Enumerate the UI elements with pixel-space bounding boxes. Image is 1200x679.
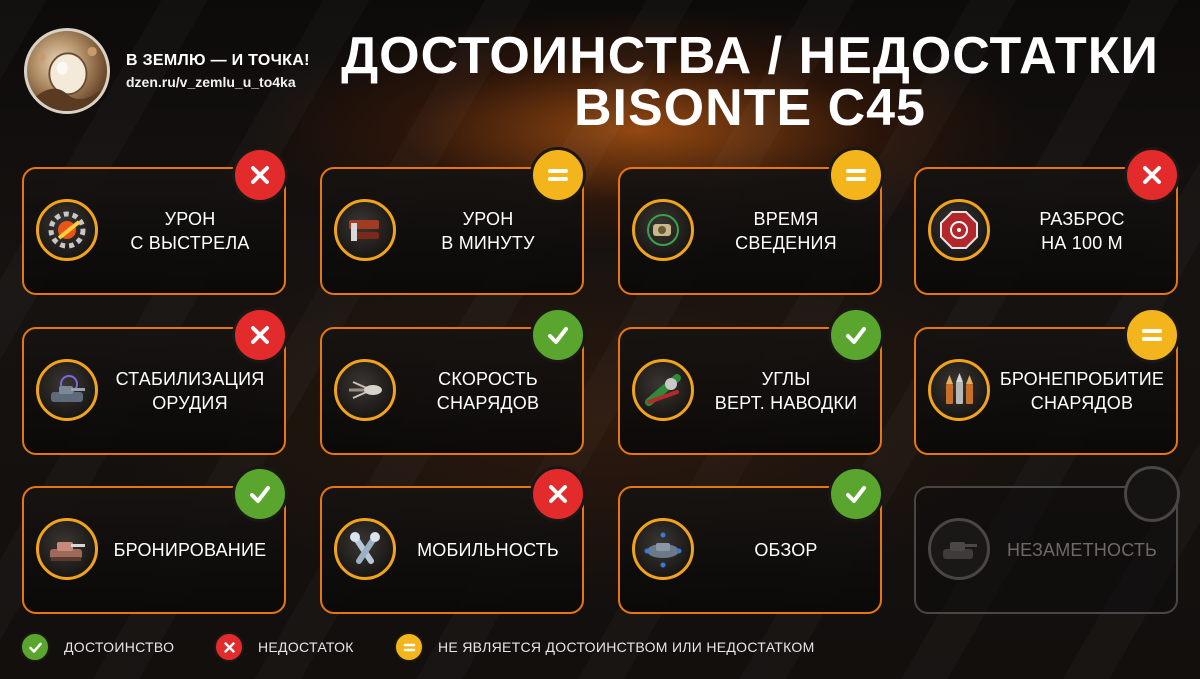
legend-label: ДОСТОИНСТВО [64, 639, 175, 655]
status-badge-neutral [828, 147, 884, 203]
card-view-range: ОБЗОР [618, 466, 884, 614]
card-armor: БРОНИРОВАНИЕ [22, 466, 288, 614]
status-badge-con [232, 307, 288, 363]
card-mobility: МОБИЛЬНОСТЬ [320, 466, 586, 614]
status-badge-con [1124, 147, 1180, 203]
dispersion-icon [928, 199, 990, 261]
card-label: НЕЗАМЕТНОСТЬ [1006, 540, 1158, 560]
cross-icon [214, 632, 244, 662]
legend-label: НЕДОСТАТОК [258, 639, 354, 655]
legend-item-con: НЕДОСТАТОК [214, 632, 354, 662]
card-label: МОБИЛЬНОСТЬ [417, 540, 559, 560]
legend-item-neutral: НЕ ЯВЛЯЕТСЯ ДОСТОИНСТВОМ ИЛИ НЕДОСТАТКОМ [394, 632, 815, 662]
status-badge-neutral [1124, 307, 1180, 363]
brand-url: dzen.ru/v_zemlu_u_to4ka [126, 74, 296, 90]
aiming-time-icon [632, 199, 694, 261]
card-label: БРОНИРОВАНИЕ [113, 540, 267, 560]
card-label: ОБЗОР [754, 540, 818, 560]
legend: ДОСТОИНСТВО НЕДОСТАТОК НЕ ЯВЛЯЕТСЯ ДОСТО… [0, 632, 1200, 664]
legend-item-pro: ДОСТОИНСТВО [20, 632, 174, 662]
damage-per-shot-icon [36, 199, 98, 261]
page-title: ДОСТОИНСТВА / НЕДОСТАТКИ BISONTE C45 [335, 30, 1165, 134]
camouflage-icon [928, 518, 990, 580]
status-badge-con [232, 147, 288, 203]
penetration-icon [928, 359, 990, 421]
legend-label: НЕ ЯВЛЯЕТСЯ ДОСТОИНСТВОМ ИЛИ НЕДОСТАТКОМ [438, 639, 815, 655]
brand-name: В ЗЕМЛЮ — И ТОЧКА! [126, 52, 310, 69]
view-range-icon [632, 518, 694, 580]
channel-logo [24, 28, 110, 114]
status-badge-pro [530, 307, 586, 363]
damage-per-minute-icon [334, 199, 396, 261]
status-badge-pro [828, 466, 884, 522]
card-camouflage: НЕЗАМЕТНОСТЬ [914, 466, 1180, 614]
status-badge-neutral [530, 147, 586, 203]
title-line-2: BISONTE C45 [574, 79, 926, 137]
status-badge-pro [828, 307, 884, 363]
gun-stabilization-icon [36, 359, 98, 421]
title-line-1: ДОСТОИНСТВА / НЕДОСТАТКИ [341, 27, 1159, 85]
status-badge-empty [1124, 466, 1180, 522]
equals-icon [394, 632, 424, 662]
check-icon [20, 632, 50, 662]
status-badge-pro [232, 466, 288, 522]
status-badge-con [530, 466, 586, 522]
armor-icon [36, 518, 98, 580]
mobility-icon [334, 518, 396, 580]
shell-velocity-icon [334, 359, 396, 421]
gun-depression-icon [632, 359, 694, 421]
